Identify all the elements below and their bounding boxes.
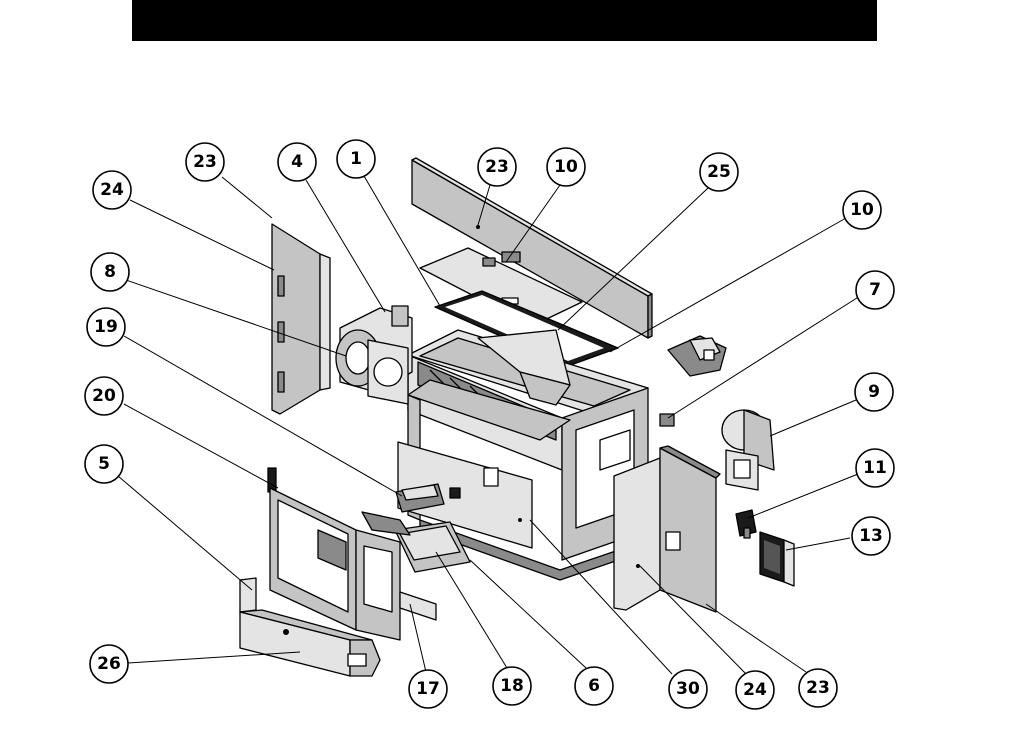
callout-8: 8 bbox=[90, 252, 130, 292]
callout-10: 10 bbox=[842, 190, 882, 230]
left-side-panel bbox=[271, 223, 331, 415]
callout-1: 1 bbox=[336, 139, 376, 179]
burn-pot bbox=[395, 483, 445, 513]
callout-9: 9 bbox=[854, 372, 894, 412]
svg-text:4: 4 bbox=[291, 152, 303, 172]
svg-text:5: 5 bbox=[98, 454, 110, 474]
callout-23: 23 bbox=[185, 142, 225, 182]
svg-text:13: 13 bbox=[859, 526, 883, 546]
callout-10: 10 bbox=[546, 147, 586, 187]
control-board bbox=[759, 531, 795, 587]
combustion-blower bbox=[335, 305, 413, 405]
callout-26: 26 bbox=[89, 644, 129, 684]
callout-5: 5 bbox=[84, 444, 124, 484]
ash-pan bbox=[239, 577, 381, 677]
svg-text:17: 17 bbox=[416, 679, 440, 699]
callout-30: 30 bbox=[668, 669, 708, 709]
svg-text:23: 23 bbox=[485, 157, 509, 177]
callout-23: 23 bbox=[477, 147, 517, 187]
convection-blower bbox=[721, 409, 775, 491]
svg-text:7: 7 bbox=[869, 280, 881, 300]
control-assembly bbox=[667, 335, 727, 377]
header-bar bbox=[132, 0, 877, 41]
svg-text:10: 10 bbox=[554, 157, 578, 177]
svg-text:30: 30 bbox=[676, 679, 700, 699]
hinge-bracket bbox=[399, 591, 437, 621]
stove-body bbox=[407, 329, 649, 581]
callout-19: 19 bbox=[86, 307, 126, 347]
svg-text:9: 9 bbox=[868, 382, 880, 402]
svg-text:11: 11 bbox=[863, 458, 887, 478]
callout-13: 13 bbox=[851, 516, 891, 556]
svg-text:25: 25 bbox=[707, 162, 731, 182]
switch bbox=[735, 509, 757, 539]
right-side-panel bbox=[613, 445, 721, 613]
callout-7: 7 bbox=[855, 270, 895, 310]
callout-17: 17 bbox=[408, 669, 448, 709]
leader-lines bbox=[117, 175, 861, 677]
callout-24: 24 bbox=[92, 170, 132, 210]
svg-text:6: 6 bbox=[588, 676, 600, 696]
callout-25: 25 bbox=[699, 152, 739, 192]
callout-24: 24 bbox=[735, 670, 775, 710]
svg-text:18: 18 bbox=[500, 676, 524, 696]
callout-11: 11 bbox=[855, 448, 895, 488]
callout-20: 20 bbox=[84, 376, 124, 416]
svg-text:26: 26 bbox=[97, 654, 121, 674]
svg-text:20: 20 bbox=[92, 386, 116, 406]
svg-text:1: 1 bbox=[350, 149, 362, 169]
svg-text:24: 24 bbox=[100, 180, 124, 200]
top-lid-panel bbox=[411, 157, 653, 339]
svg-text:8: 8 bbox=[104, 262, 116, 282]
callouts: 23 4 1 23 10 25 24 10 8 7 19 9 20 5 11 1… bbox=[84, 139, 895, 710]
svg-text:23: 23 bbox=[806, 678, 830, 698]
callout-6: 6 bbox=[574, 666, 614, 706]
glass-door bbox=[267, 467, 401, 641]
firebox-front-panel bbox=[397, 441, 533, 549]
svg-text:23: 23 bbox=[193, 152, 217, 172]
ash-tray bbox=[361, 511, 471, 573]
svg-text:10: 10 bbox=[850, 200, 874, 220]
callout-18: 18 bbox=[492, 666, 532, 706]
callout-4: 4 bbox=[277, 142, 317, 182]
svg-text:19: 19 bbox=[94, 317, 118, 337]
svg-text:24: 24 bbox=[743, 680, 767, 700]
callout-23: 23 bbox=[798, 668, 838, 708]
